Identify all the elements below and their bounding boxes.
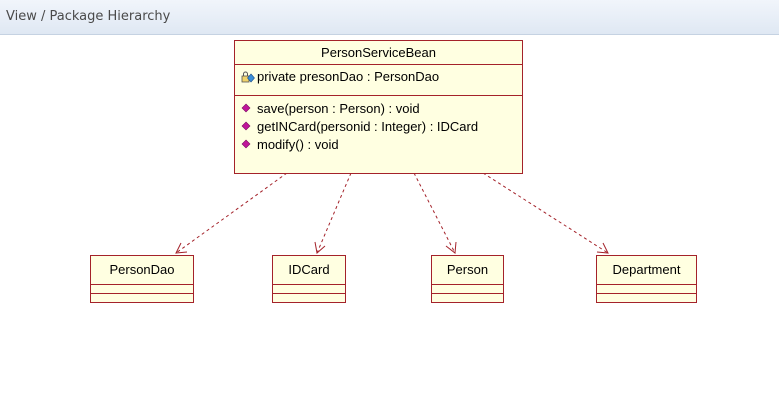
- class-person-dao[interactable]: PersonDao: [90, 255, 194, 303]
- class-person-service-bean[interactable]: PersonServiceBean private presonDao : Pe…: [234, 40, 523, 174]
- attributes-compartment: private presonDao : PersonDao: [235, 65, 522, 96]
- operation-text: modify() : void: [257, 137, 339, 152]
- operation-item[interactable]: save(person : Person) : void: [235, 100, 522, 118]
- class-person[interactable]: Person: [431, 255, 504, 303]
- class-department[interactable]: Department: [596, 255, 697, 303]
- arrowhead-persondao: [175, 242, 188, 254]
- class-name: PersonDao: [91, 256, 193, 285]
- class-name: Person: [432, 256, 503, 285]
- operation-icon: [241, 121, 251, 131]
- attribute-text: private presonDao : PersonDao: [257, 69, 440, 84]
- arrowhead-person: [445, 241, 457, 254]
- operations-compartment: [273, 294, 345, 303]
- arrowhead-idcard: [314, 241, 326, 254]
- operations-compartment: save(person : Person) : void getINCard(p…: [235, 96, 522, 154]
- operation-text: save(person : Person) : void: [257, 101, 420, 116]
- operation-item[interactable]: getINCard(personid : Integer) : IDCard: [235, 118, 522, 136]
- class-name: PersonServiceBean: [235, 41, 522, 65]
- dependency-line-person: [413, 172, 456, 254]
- class-name: IDCard: [273, 256, 345, 285]
- view-title: View / Package Hierarchy: [6, 9, 171, 24]
- class-name: Department: [597, 256, 696, 285]
- arrowhead-department: [596, 242, 609, 254]
- class-idcard[interactable]: IDCard: [272, 255, 346, 303]
- dependency-line-idcard: [316, 172, 352, 254]
- attributes-compartment: [432, 285, 503, 294]
- attribute-item[interactable]: private presonDao : PersonDao: [235, 68, 522, 86]
- view-title-bar: View / Package Hierarchy: [0, 0, 779, 35]
- attributes-compartment: [597, 285, 696, 294]
- operation-icon: [241, 139, 251, 149]
- dependency-line-persondao: [175, 172, 288, 254]
- operation-item[interactable]: modify() : void: [235, 136, 522, 154]
- dependency-line-department: [482, 172, 609, 254]
- operations-compartment: [91, 294, 193, 303]
- private-attribute-icon: [241, 71, 255, 83]
- operations-compartment: [432, 294, 503, 303]
- attributes-compartment: [91, 285, 193, 294]
- operations-compartment: [597, 294, 696, 303]
- attributes-compartment: [273, 285, 345, 294]
- operation-icon: [241, 103, 251, 113]
- operation-text: getINCard(personid : Integer) : IDCard: [257, 119, 479, 134]
